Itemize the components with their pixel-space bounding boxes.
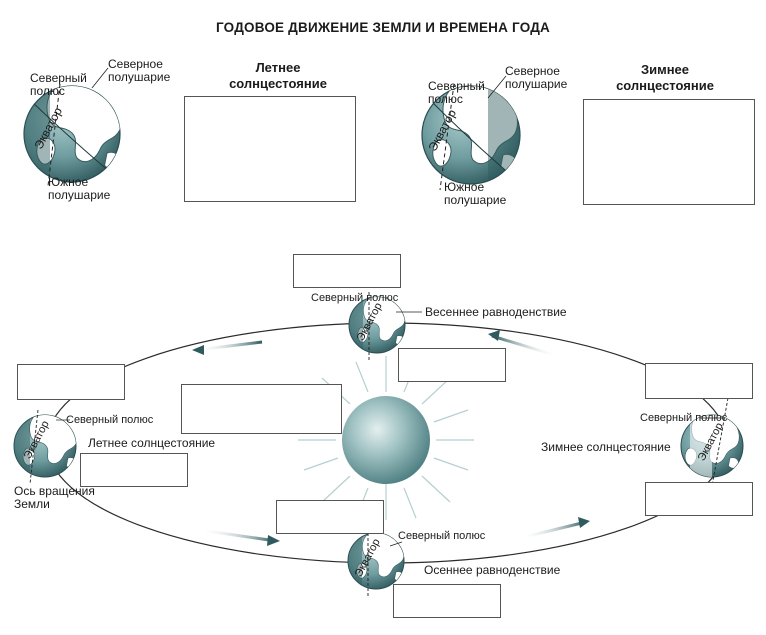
- page-title: ГОДОВОЕ ДВИЖЕНИЕ ЗЕМЛИ И ВРЕМЕНА ГОДА: [216, 20, 550, 35]
- answer-box-orbit-right-bottom[interactable]: [645, 482, 753, 516]
- orbit-right-season-label: Зимнее солнцестояние: [541, 440, 671, 454]
- answer-box-orbit-right[interactable]: [645, 363, 753, 399]
- north-hemisphere-label: Северное полушарие: [108, 57, 171, 84]
- north-pole-label: Северный полюс: [428, 79, 485, 106]
- answer-box-orbit-left-bottom[interactable]: [80, 453, 188, 487]
- orbit-right-pole-label: Северный полюс: [640, 412, 728, 424]
- answer-box-orbit-bottom[interactable]: [276, 500, 384, 534]
- answer-box-orbit-top-right[interactable]: [398, 348, 506, 382]
- orbit-bottom-season-label: Осеннее равноденствие: [424, 563, 561, 577]
- orbit-top-pole-label: Северный полюс: [311, 292, 399, 304]
- orbit-left-season-label: Летнее солнцестояние: [88, 436, 216, 450]
- summer-solstice-heading: Летнее солнцестояние: [213, 60, 343, 92]
- answer-box-orbit-left[interactable]: [17, 364, 125, 400]
- winter-solstice-heading: Зимнее солнцестояние: [600, 62, 730, 94]
- answer-box-center[interactable]: [181, 384, 342, 434]
- answer-box-winter[interactable]: [583, 99, 755, 205]
- heading-line: солнцестояние: [229, 76, 327, 91]
- answer-box-orbit-top[interactable]: [293, 254, 401, 288]
- rotation-axis-label: Ось вращения Земли: [14, 484, 95, 511]
- heading-line: Зимнее: [640, 62, 690, 77]
- orbit-bottom-pole-label: Северный полюс: [398, 530, 486, 542]
- north-pole-label: Северный полюс: [30, 71, 87, 98]
- globe-left-summer: [13, 409, 77, 485]
- south-hemisphere-label: Южное полушарие: [48, 175, 111, 202]
- connector-lines: [56, 311, 724, 547]
- orbit-arrows: [192, 330, 590, 546]
- answer-box-summer[interactable]: [184, 96, 356, 202]
- orbit-left-pole-label: Северный полюс: [66, 414, 154, 426]
- heading-line: солнцестояние: [616, 78, 714, 93]
- orbit-top-season-label: Весеннее равноденствие: [425, 305, 567, 319]
- globe-autumn-equinox: [347, 528, 405, 598]
- globe-spring-equinox: [348, 292, 406, 362]
- south-hemisphere-label: Южное полушарие: [444, 180, 507, 207]
- north-hemisphere-label: Северное полушарие: [505, 64, 568, 91]
- answer-box-orbit-bottom-right[interactable]: [393, 584, 501, 618]
- globe-right-winter: [680, 397, 744, 487]
- heading-line: Летнее: [255, 60, 301, 75]
